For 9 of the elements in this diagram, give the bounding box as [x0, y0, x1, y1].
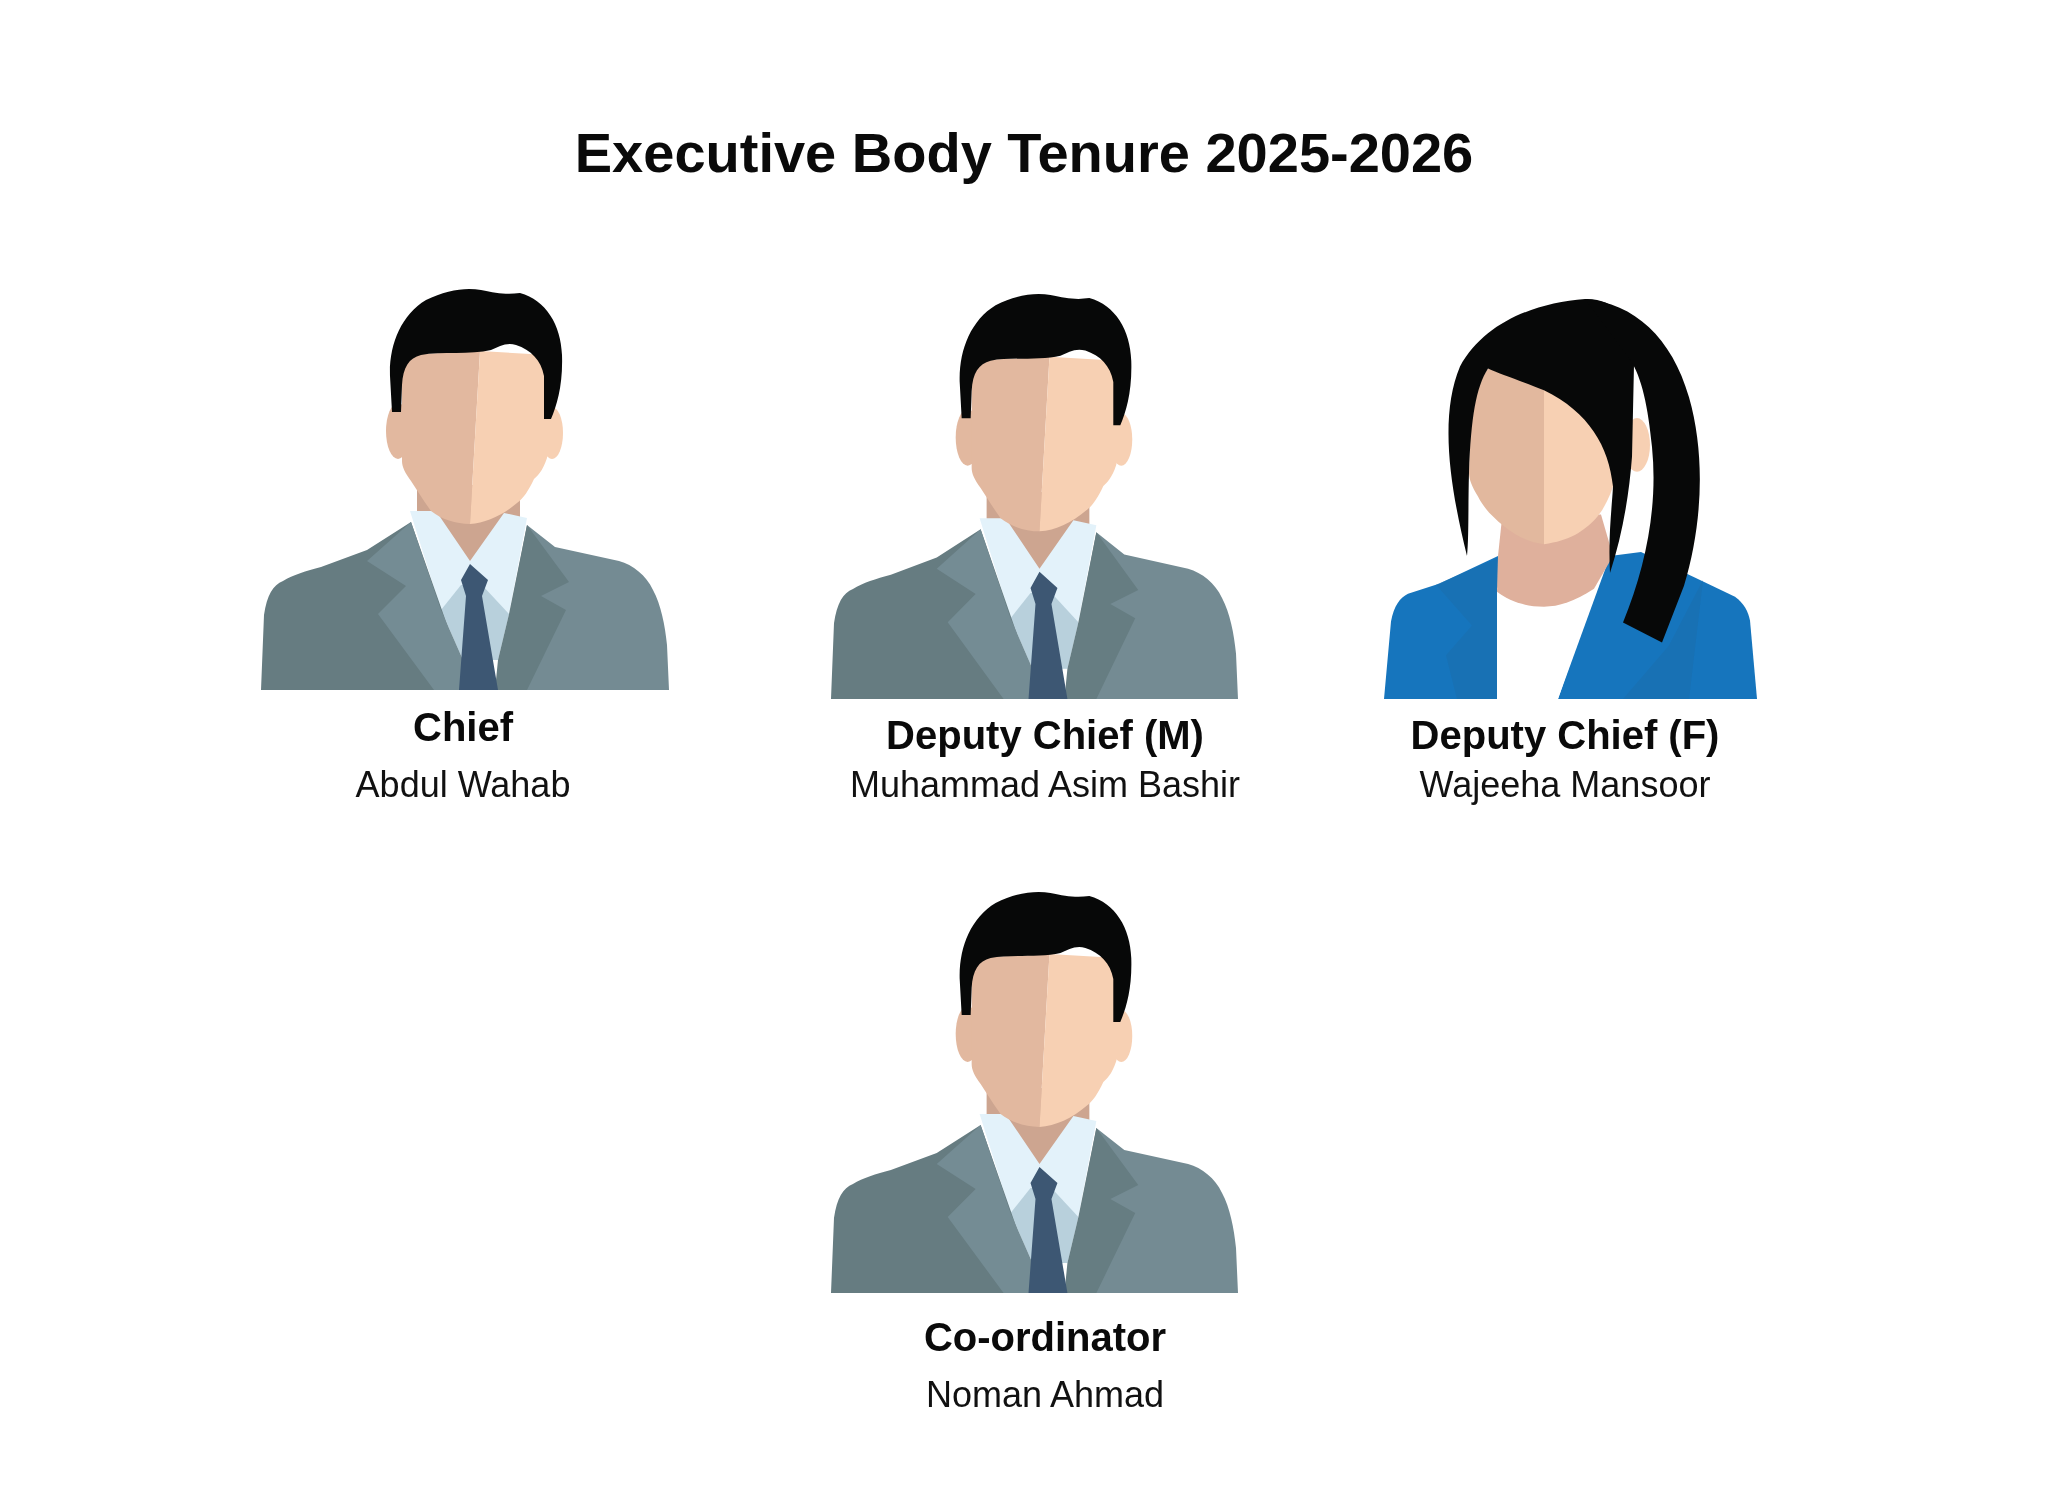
person-name: Abdul Wahab — [355, 763, 571, 807]
person-name: Noman Ahmad — [925, 1373, 1165, 1417]
role-title: Deputy Chief (F) — [1410, 712, 1720, 759]
diagram-title: Executive Body Tenure 2025-2026 — [574, 120, 1474, 186]
person-name: Muhammad Asim Bashir — [849, 763, 1241, 807]
person-name: Wajeeha Mansoor — [1419, 763, 1711, 807]
role-title: Co-ordinator — [923, 1314, 1167, 1361]
role-title: Deputy Chief (M) — [886, 712, 1204, 759]
role-title: Chief — [413, 704, 513, 751]
